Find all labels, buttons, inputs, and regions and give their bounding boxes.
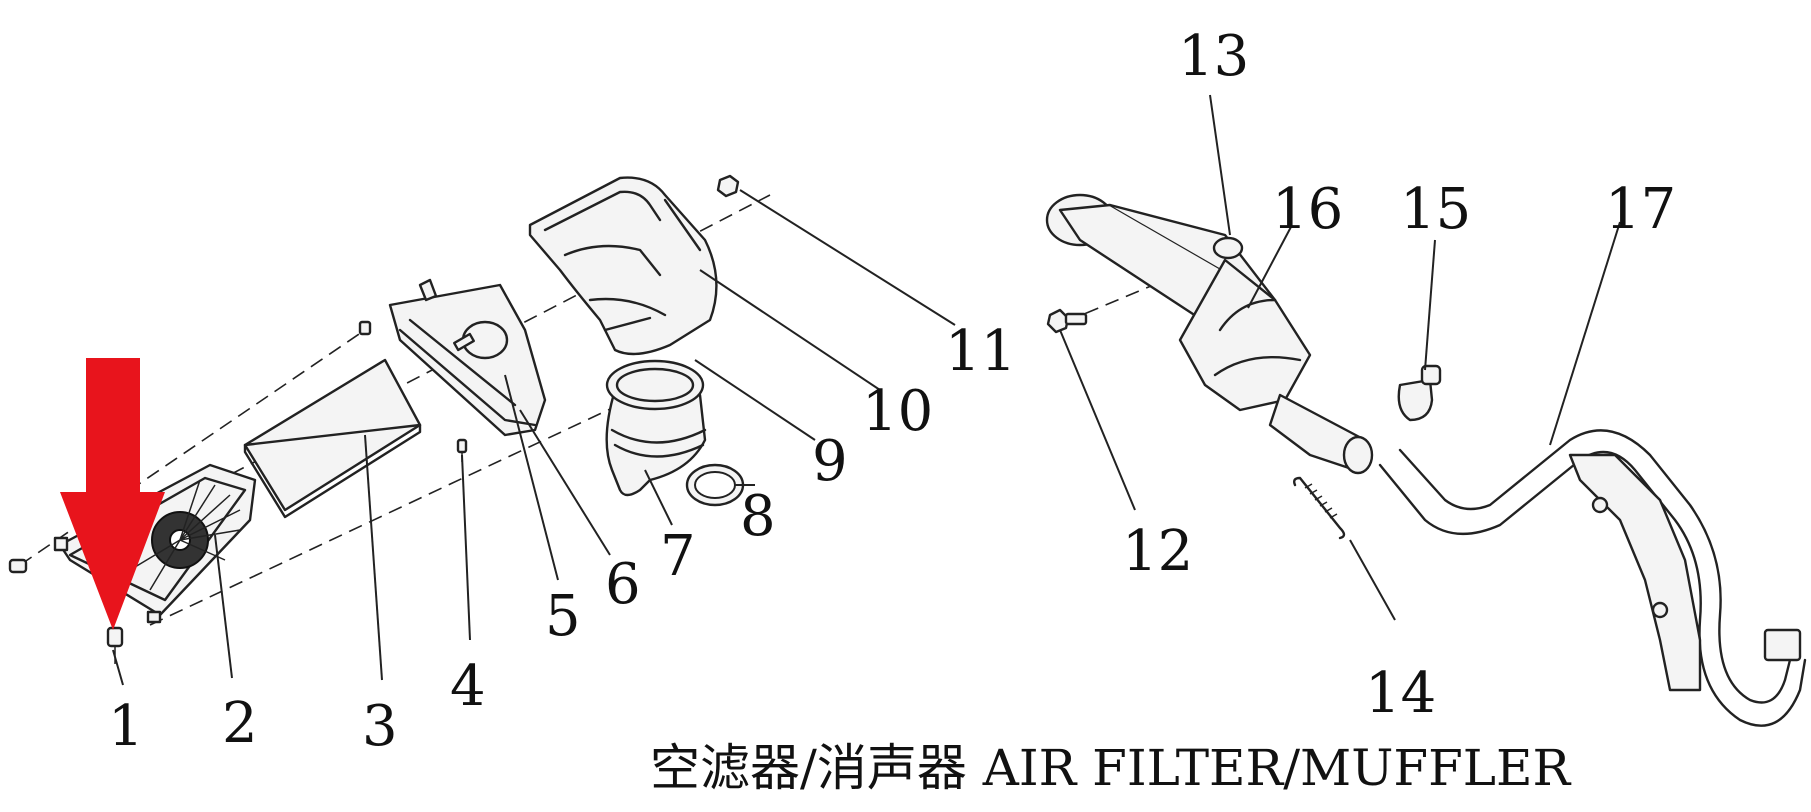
part-5-6-filter-housing [388,278,547,437]
red-down-arrow-icon [60,358,165,630]
callout-16: 16 [1272,177,1343,242]
part-13-16-muffler-silencer [1045,193,1312,412]
callout-11: 11 [945,319,1016,384]
part-12-bolt [1046,308,1088,334]
callout-6: 6 [605,552,641,617]
callout-13: 13 [1178,24,1249,89]
callout-10: 10 [862,379,933,444]
part-7-9-intake-boot [605,359,707,497]
callout-14: 14 [1365,661,1436,726]
part-4-pin [358,320,468,462]
part-3-filter-element [243,358,422,519]
part-10-airbox-cover [528,176,718,356]
part-15-clamp [1397,364,1442,422]
callout-4: 4 [450,654,486,719]
part-17-header-pipe [1378,429,1807,727]
diagram-caption: 空滤器/消声器 AIR FILTER/MUFFLER [650,739,1571,797]
callout-2: 2 [222,691,258,756]
part-14-spring [1292,476,1346,540]
part-11-nut [716,174,740,198]
callout-15: 15 [1400,177,1471,242]
callout-17: 17 [1605,177,1676,242]
callout-9: 9 [812,429,848,494]
callout-8: 8 [740,484,776,549]
callout-3: 3 [362,694,398,759]
callout-12: 12 [1122,519,1193,584]
callout-7: 7 [660,524,696,589]
callout-5: 5 [545,584,581,649]
muffler-outlet-pipe [1268,393,1374,475]
part-8-hose-clamp [685,463,745,507]
leader-lines [112,94,1621,686]
callout-1: 1 [108,694,144,759]
